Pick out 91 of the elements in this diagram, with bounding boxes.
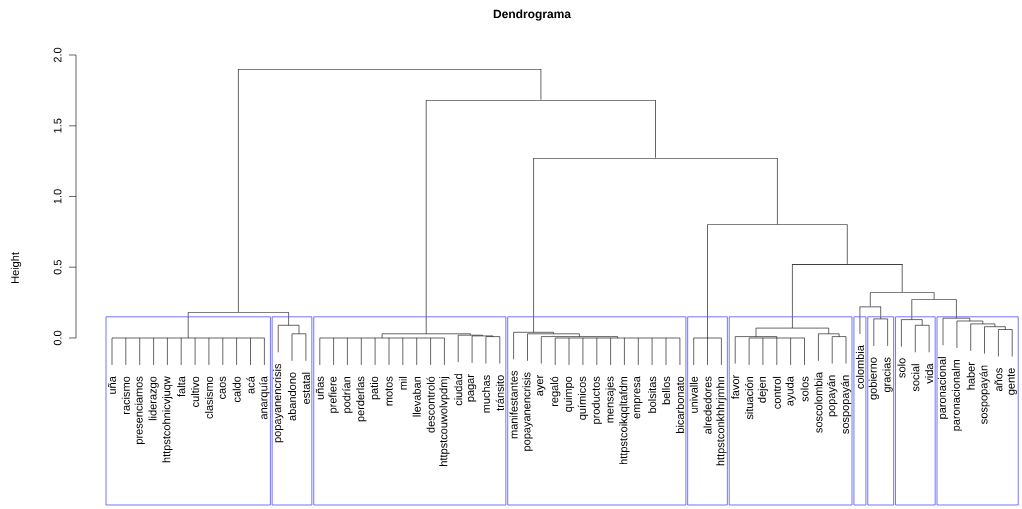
tick-label: 0.0 <box>53 330 62 346</box>
leaf-label: bellos <box>661 376 671 405</box>
leaf-label: acá <box>246 376 255 394</box>
leaf-label: ayuda <box>785 376 796 406</box>
leaf-label: llevaban <box>412 376 421 417</box>
tree-branch <box>707 224 708 317</box>
leaf-label: gracias <box>882 357 893 393</box>
tree-branch <box>911 299 913 317</box>
leaf-label: popayanencrisis <box>522 372 533 451</box>
tree-branch <box>880 306 881 317</box>
leaf-label: perderlas <box>356 376 367 422</box>
tick-label: 1.0 <box>53 189 62 204</box>
leaf-label: pagar <box>468 374 477 402</box>
leaf-label: solos <box>800 376 809 402</box>
tick-label: 2.0 <box>53 47 62 63</box>
tree-branch <box>792 264 793 317</box>
leaf-label: mensajes <box>605 376 616 423</box>
tree-branch <box>540 68 542 101</box>
leaf-label: motos <box>385 376 393 406</box>
leaf-label: patio <box>370 376 381 400</box>
tree-branch <box>956 299 957 317</box>
leaf-label: anarquía <box>259 376 270 420</box>
leaf-label: favor <box>731 375 740 400</box>
leaf-label: químicos <box>577 376 589 420</box>
tree-branch <box>933 292 935 300</box>
leaf-label: httpstcouwolvpdmj <box>439 376 450 466</box>
axis-title: Height <box>10 252 22 283</box>
leaf-label: presenciamos <box>134 376 145 444</box>
leaf-label: sospopayán <box>979 365 990 424</box>
leaf-label: vida <box>925 363 934 384</box>
tree-branch <box>187 312 189 317</box>
leaf-label: uña <box>108 376 116 394</box>
leaf-label: control <box>772 376 781 409</box>
leaf-label: descontroló <box>426 376 435 433</box>
tree-branch <box>777 158 778 225</box>
leaf-label: bolsitas <box>648 376 657 413</box>
tree-branch <box>425 100 427 317</box>
tick-label: 1.5 <box>53 118 62 133</box>
chart-title: Dendrograma <box>493 9 572 21</box>
leaf-label: mil <box>398 376 407 390</box>
tree-branch <box>238 68 239 313</box>
leaf-label: falta <box>177 376 186 397</box>
tick-label: 0.5 <box>53 260 62 275</box>
leaf-label: soscolombia <box>814 372 823 433</box>
leaf-label: gente <box>1007 368 1017 395</box>
leaf-label: empresa <box>634 376 643 419</box>
leaf-label: clasismo <box>204 376 213 419</box>
leaf-label: cultivo <box>191 376 200 407</box>
leaf-label: tránsito <box>495 375 504 411</box>
leaf-label: paronacional <box>937 357 949 419</box>
leaf-label: popayán <box>827 375 838 417</box>
tree-branch <box>847 224 848 265</box>
leaf-label: httpstcohnicvjuqw <box>162 376 173 463</box>
leaf-label: dejen <box>757 376 769 403</box>
leaf-label: httpstcoikqqltafdm <box>619 376 630 465</box>
leaf-label: gobierno <box>868 357 879 400</box>
leaf-label: caos <box>219 376 226 399</box>
leaf-label: sospopayán <box>840 375 852 434</box>
leaf-label: alrededores <box>703 376 712 434</box>
leaf-label: paronacionalm <box>951 359 963 431</box>
leaf-label: popayanencrisis <box>273 363 284 443</box>
tree-branch <box>859 306 861 317</box>
leaf-label: bicarbonato <box>675 376 684 433</box>
leaf-label: haber <box>966 362 975 390</box>
leaf-label: univalle <box>689 376 698 413</box>
leaf-label: quimpo <box>563 376 575 412</box>
leaf-label: abandono <box>287 372 297 421</box>
leaf-label: prefiere <box>328 376 339 413</box>
leaf-label: racismo <box>121 376 130 414</box>
leaf-label: caldo <box>232 376 241 403</box>
leaf-label: solo <box>897 358 906 378</box>
leaf-label: liderazgo <box>148 376 159 421</box>
leaf-label: social <box>911 364 920 392</box>
leaf-label: manifestantes <box>509 370 518 439</box>
leaf-label: años <box>994 368 1003 392</box>
leaf-label: ayer <box>537 375 546 396</box>
leaf-label: muchas <box>481 375 490 413</box>
leaf-label: colombia <box>855 345 864 389</box>
leaf-label: podrían <box>342 376 353 413</box>
leaf-label: regaló <box>550 376 561 407</box>
tree-branch <box>288 312 289 317</box>
tree-branch <box>533 158 534 317</box>
leaf-label: situación <box>745 376 754 420</box>
leaf-label: ciudad <box>454 374 463 406</box>
leaf-label: httpstconkhhrjmhn <box>716 376 727 466</box>
leaf-label: estatal <box>301 372 310 404</box>
leaf-label: uñas <box>315 376 324 400</box>
tree-branch <box>870 292 871 307</box>
leaf-label: productos <box>591 376 602 424</box>
tree-branch <box>655 100 656 159</box>
tree-branch <box>901 264 903 293</box>
